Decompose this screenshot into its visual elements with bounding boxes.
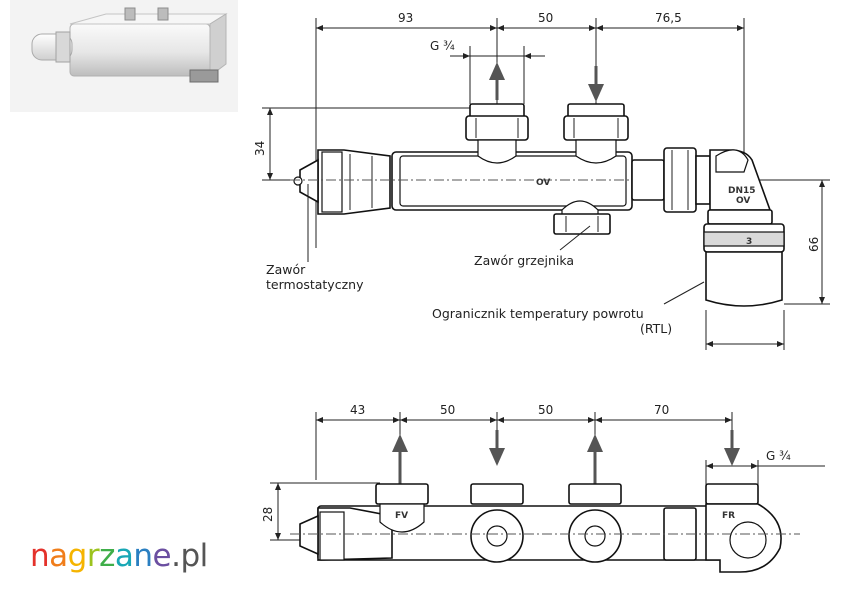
mark-ov-body: OV (536, 178, 550, 188)
bottom-view: 43 50 50 70 G ¾ 28 FV (261, 403, 825, 573)
mark-dn15: DN15 (728, 186, 756, 196)
label-thermostatic-2: termostatyczny (266, 277, 364, 292)
logo-letter: p (180, 538, 200, 574)
dim-93: 93 (398, 11, 413, 25)
dim-50-b: 50 (538, 403, 553, 417)
dim-28: 28 (261, 507, 275, 522)
site-logo: nagrzane.pl (30, 538, 208, 574)
logo-letter: g (67, 538, 88, 574)
logo-letter: n (30, 538, 50, 574)
logo-letter: a (114, 538, 134, 574)
dim-76-5: 76,5 (655, 11, 682, 25)
dim-66: 66 (807, 237, 821, 252)
dim-thread-top: G ¾ (430, 39, 455, 53)
product-photo-image (31, 7, 228, 83)
mark-fv: FV (395, 511, 408, 521)
dim-34: 34 (253, 141, 267, 156)
dim-thread-bottom: G ¾ (766, 449, 791, 463)
label-rtl-1: Ogranicznik temperatury powrotu (432, 306, 644, 321)
logo-letter: z (99, 538, 115, 574)
logo-letter: e (152, 538, 172, 574)
dim-50: 50 (538, 11, 553, 25)
product-photo (10, 0, 238, 112)
dim-43: 43 (350, 403, 365, 417)
mark-ov-elbow: OV (736, 196, 750, 206)
dim-70: 70 (654, 403, 669, 417)
logo-letter: a (49, 538, 68, 574)
logo-letter: l (199, 538, 209, 574)
mark-fr: FR (722, 511, 735, 521)
logo-letter: n (133, 538, 153, 574)
mark-3: 3 (746, 237, 752, 247)
label-rtl-2: (RTL) (640, 321, 672, 336)
logo-letter: r (86, 538, 100, 574)
logo-letter: . (171, 538, 181, 574)
top-view: 93 50 76,5 G ¾ 34 66 (253, 11, 830, 350)
label-radiator-valve: Zawór grzejnika (474, 253, 574, 268)
label-thermostatic-1: Zawór (266, 262, 306, 277)
dim-50-a: 50 (440, 403, 455, 417)
